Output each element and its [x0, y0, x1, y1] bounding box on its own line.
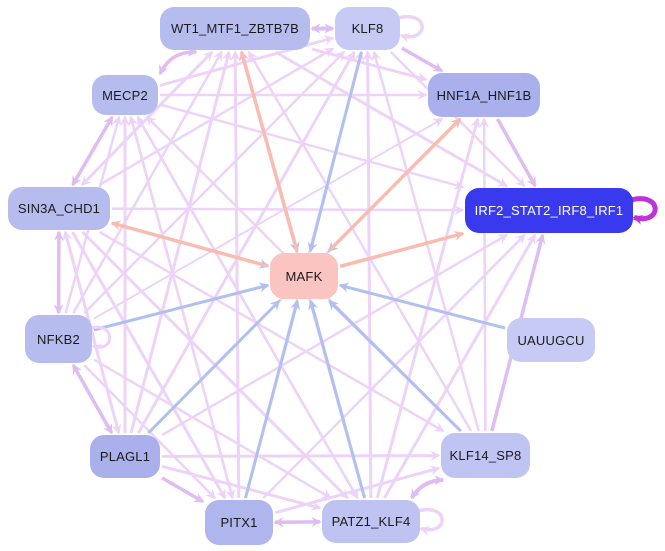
edge-patz1-mafk[interactable] [308, 299, 367, 499]
edge-sin3a-klf14[interactable] [98, 230, 445, 433]
self-loop-irf2[interactable] [628, 196, 658, 225]
node-label-klf8: KLF8 [351, 21, 384, 36]
node-label-pitx1: PITX1 [220, 515, 258, 530]
edge-sin3a-irf2[interactable] [111, 205, 465, 216]
node-label-plagl1: PLAGL1 [99, 449, 151, 464]
edge-mafk-wt1[interactable] [239, 50, 299, 252]
node-label-hnf1a: HNF1A_HNF1B [436, 87, 532, 103]
node-mecp2[interactable]: MECP2 [92, 75, 158, 115]
edge-klf8-mafk[interactable] [307, 51, 363, 253]
node-label-nfkb2: NFKB2 [37, 331, 80, 347]
edge-mafk-hnf1a[interactable] [327, 117, 462, 253]
self-loop-klf8[interactable] [395, 15, 424, 43]
edge-pitx1-wt1[interactable] [230, 50, 241, 499]
node-label-uauugcu: UAUUGCU [517, 332, 585, 348]
node-label-irf2: IRF2_STAT2_IRF8_IRF1 [474, 203, 624, 218]
node-label-wt1: WT1_MTF1_ZBTB7B [171, 21, 299, 36]
node-label-mecp2: MECP2 [102, 87, 148, 103]
edge-patz1-irf2[interactable] [383, 233, 537, 499]
edge-plagl1-mafk[interactable] [147, 299, 281, 435]
edge-plagl1-klf14[interactable] [161, 450, 441, 461]
node-nfkb2[interactable]: NFKB2 [25, 315, 92, 363]
node-label-patz1: PATZ1_KLF4 [331, 514, 411, 529]
edge-plagl1-klf8[interactable] [137, 50, 356, 434]
node-hnf1a[interactable]: HNF1A_HNF1B [428, 73, 540, 117]
edge-sin3a-klf8[interactable] [98, 47, 335, 187]
node-wt1[interactable]: WT1_MTF1_ZBTB7B [160, 7, 310, 50]
edge-mafk-irf2[interactable] [339, 230, 465, 269]
edge-uauugcu-mafk[interactable] [338, 282, 506, 330]
node-pitx1[interactable]: PITX1 [205, 500, 273, 545]
node-uauugcu[interactable]: UAUUGCU [507, 318, 595, 362]
edge-wt1-irf2[interactable] [274, 50, 509, 188]
edge-mafk-sin3a[interactable] [110, 220, 269, 268]
node-irf2[interactable]: IRF2_STAT2_IRF8_IRF1 [465, 188, 633, 233]
edge-patz1-klf8[interactable] [362, 50, 373, 499]
node-klf8[interactable]: KLF8 [335, 7, 400, 50]
edge-pitx1-mafk[interactable] [244, 299, 301, 499]
edge-nfkb2-hnf1a[interactable] [93, 118, 444, 320]
edge-plagl1-pitx1[interactable] [161, 476, 205, 504]
node-label-klf14: KLF14_SP8 [449, 448, 522, 463]
edge-plagl1-irf2[interactable] [161, 233, 509, 437]
edge-plagl1-patz1[interactable] [161, 464, 322, 511]
self-loop-nfkb2[interactable] [87, 325, 112, 354]
node-plagl1[interactable]: PLAGL1 [90, 435, 160, 478]
node-sin3a[interactable]: SIN3A_CHD1 [8, 187, 110, 230]
node-label-sin3a: SIN3A_CHD1 [17, 201, 101, 216]
node-label-mafk: MAFK [285, 268, 323, 284]
edge-patz1-klf14[interactable] [410, 475, 445, 500]
edge-hnf1a-irf2[interactable] [495, 118, 537, 188]
edge-mecp2-irf2[interactable] [159, 103, 465, 190]
edge-mecp2-sin3a[interactable] [71, 115, 114, 187]
edge-mecp2-wt1[interactable] [158, 46, 198, 76]
edge-klf8-hnf1a[interactable] [401, 46, 444, 73]
node-mafk[interactable]: MAFK [270, 253, 338, 299]
edge-klf14-wt1[interactable] [247, 50, 473, 432]
node-klf14[interactable]: KLF14_SP8 [441, 433, 530, 478]
self-loop-patz1[interactable] [415, 508, 444, 536]
edge-nfkb2-mafk[interactable] [93, 282, 270, 332]
node-patz1[interactable]: PATZ1_KLF4 [322, 500, 420, 543]
edge-mecp2-patz1[interactable] [136, 116, 359, 500]
edge-nfkb2-plagl1[interactable] [71, 363, 114, 435]
edge-nfkb2-patz1[interactable] [93, 358, 333, 500]
edge-klf14-mafk[interactable] [328, 299, 462, 433]
